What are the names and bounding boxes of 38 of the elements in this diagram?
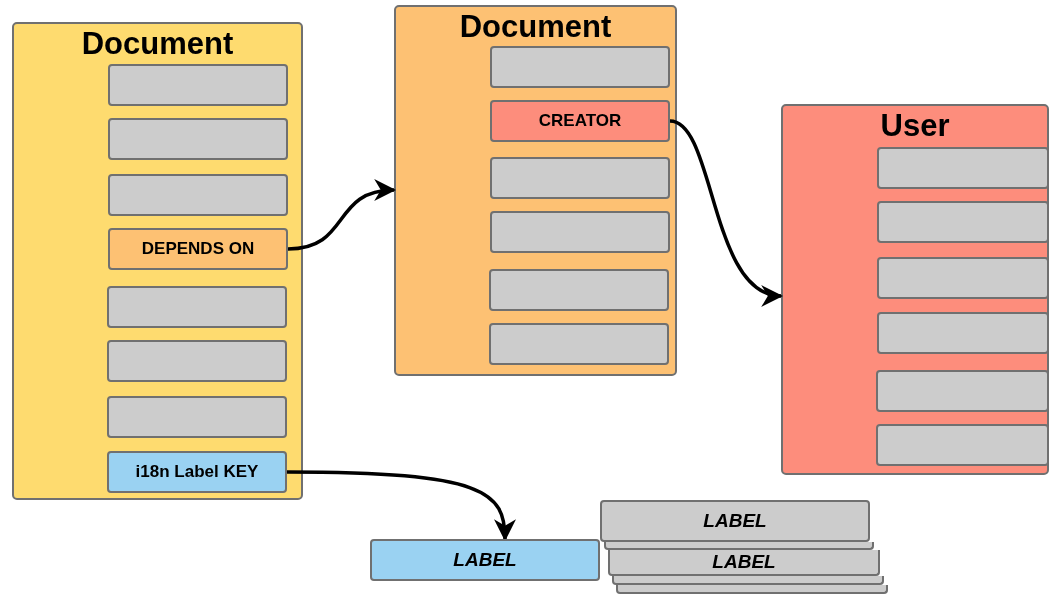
field-row xyxy=(489,323,669,365)
label-card xyxy=(604,542,874,550)
field-label: DEPENDS ON xyxy=(141,239,255,259)
field-label: LABEL xyxy=(453,549,517,571)
field-row xyxy=(877,312,1049,354)
field-row xyxy=(877,147,1049,189)
label-card xyxy=(370,539,600,581)
label-card xyxy=(616,585,888,594)
field-row xyxy=(107,451,287,493)
field-row xyxy=(108,174,288,216)
field-row xyxy=(490,100,670,142)
entity-title: Document xyxy=(458,9,613,45)
field-row xyxy=(490,157,670,199)
field-row xyxy=(107,286,287,328)
entity-title: Document xyxy=(80,26,235,62)
field-row xyxy=(876,370,1049,412)
field-row xyxy=(490,46,670,88)
field-row xyxy=(490,211,670,253)
field-row xyxy=(107,340,287,382)
entity-card xyxy=(781,104,1049,475)
field-label: LABEL xyxy=(712,551,776,573)
field-row xyxy=(489,269,669,311)
label-card xyxy=(612,576,884,585)
entity-card xyxy=(394,5,677,376)
entity-title: User xyxy=(879,108,951,144)
field-row xyxy=(107,396,287,438)
label-card xyxy=(600,500,870,542)
field-row xyxy=(108,118,288,160)
field-row xyxy=(877,201,1049,243)
field-label: LABEL xyxy=(703,510,767,532)
field-row xyxy=(108,64,288,106)
field-row xyxy=(108,228,288,270)
field-row xyxy=(877,257,1049,299)
field-row xyxy=(876,424,1049,466)
entity-card xyxy=(12,22,303,500)
label-card xyxy=(608,550,880,576)
field-label: i18n Label KEY xyxy=(135,462,259,482)
field-label: CREATOR xyxy=(538,111,622,131)
